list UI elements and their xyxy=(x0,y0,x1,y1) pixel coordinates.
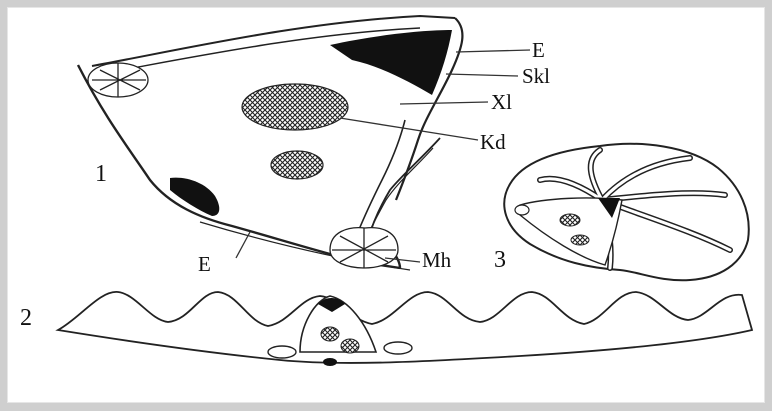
section-2 xyxy=(58,292,752,366)
section-3 xyxy=(504,144,748,280)
vascular-bundle-small xyxy=(271,151,323,179)
label-kd: Kd xyxy=(480,132,506,153)
label-sclerenchyma: Skl xyxy=(522,66,550,87)
vascular-bundle-large xyxy=(242,84,348,130)
label-epidermis-top: E xyxy=(532,40,545,61)
motor-cells-top xyxy=(88,63,148,97)
sclerenchyma-top xyxy=(330,30,452,95)
label-mh: Mh xyxy=(422,250,451,271)
label-xl: Xl xyxy=(491,92,512,113)
panel-number-2: 2 xyxy=(20,306,32,330)
sclerenchyma-left xyxy=(170,178,219,216)
label-epidermis-bottom: E xyxy=(198,254,211,275)
panel-number-1: 1 xyxy=(95,162,107,186)
motor-cells-mh xyxy=(330,228,398,268)
section-1 xyxy=(78,16,462,270)
panel-number-3: 3 xyxy=(494,248,506,272)
